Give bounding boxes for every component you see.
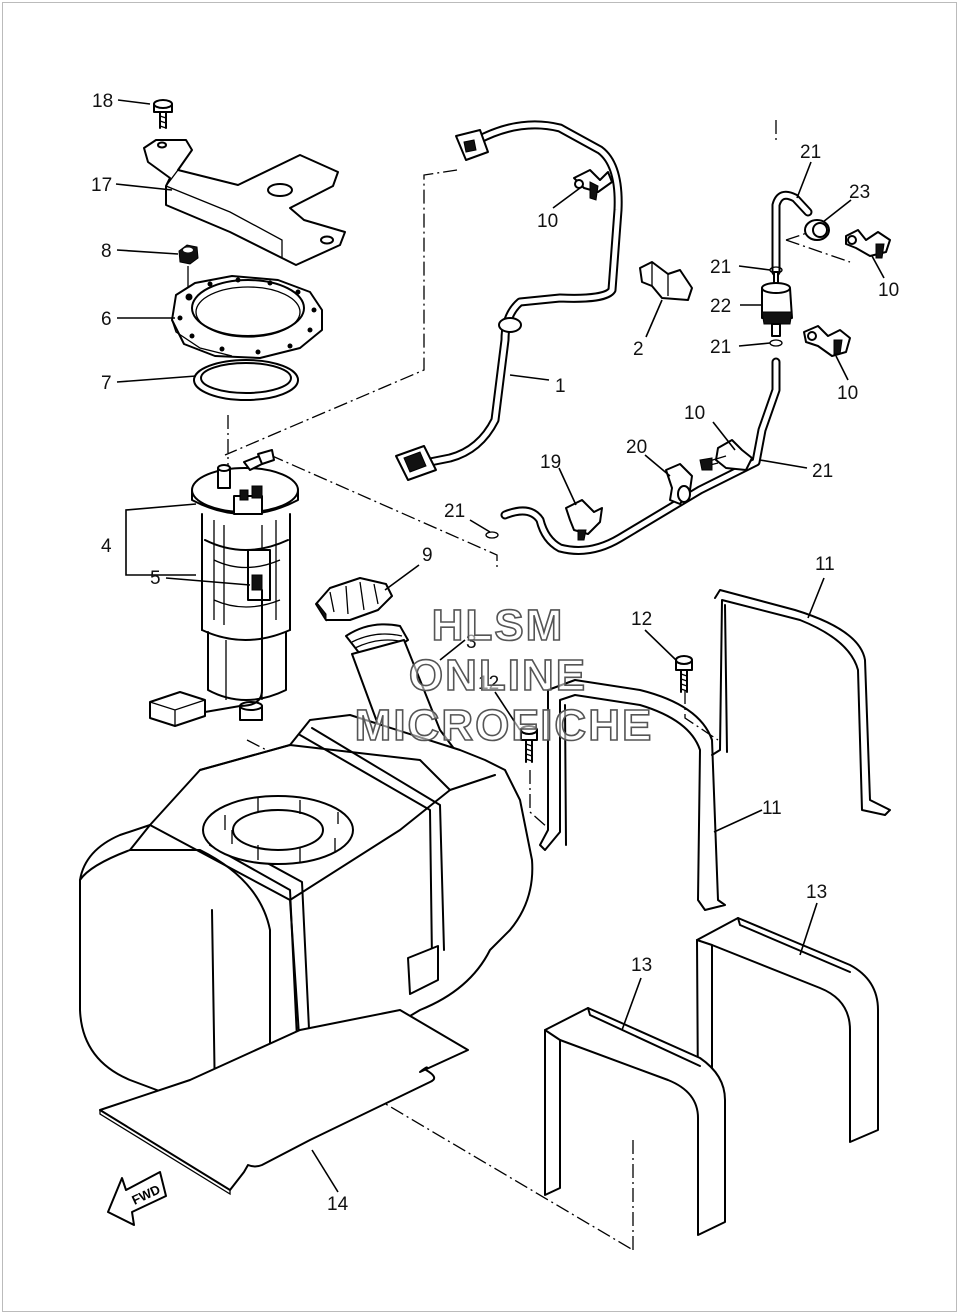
part-hose-18 — [771, 190, 813, 277]
part-bolt-16 — [153, 99, 173, 129]
part-damper-13a — [696, 917, 879, 1143]
callout-22: 22 — [710, 296, 731, 317]
callout-10-b: 10 — [878, 280, 899, 301]
part-clip-10a — [573, 169, 613, 201]
callout-16: 18 — [92, 91, 113, 112]
part-plate-6 — [171, 275, 323, 359]
part-band-11b — [539, 679, 726, 911]
callout-14: 14 — [327, 1194, 349, 1215]
part-damper-13b — [544, 1007, 726, 1236]
callout-1: 1 — [555, 376, 566, 397]
callout-11-b: 11 — [762, 798, 782, 819]
part-nut-8 — [178, 244, 199, 290]
callout-6: 6 — [101, 309, 112, 330]
callout-2: 2 — [633, 339, 644, 360]
part-clip-21c — [485, 531, 499, 539]
callout-4: 4 — [101, 536, 112, 557]
part-clip-10b — [845, 229, 891, 259]
part-cap-9 — [315, 577, 393, 622]
watermark-line-3: MICROFICHE — [355, 701, 654, 750]
part-holder-17 — [565, 499, 603, 541]
callout-numbers: 18 17 8 6 7 4 5 9 3 1 10 2 21 23 10 21 2… — [91, 91, 899, 1215]
callout-10-c: 10 — [837, 383, 858, 404]
callout-17: 19 — [540, 452, 561, 473]
part-band-11a — [711, 589, 891, 816]
callout-12-a: 12 — [631, 609, 652, 630]
callout-13-a: 13 — [806, 882, 827, 903]
part-valve-22 — [761, 271, 793, 337]
callout-13-b: 13 — [631, 955, 652, 976]
watermark: HLSM ONLINE MICROFICHE — [354, 600, 654, 751]
part-clip-21b — [769, 339, 783, 347]
part-bolt-12b — [520, 725, 538, 763]
callout-20: 21 — [812, 461, 833, 482]
part-hose-1 — [395, 120, 623, 481]
part-grommet-23 — [804, 219, 830, 241]
callout-21-c: 21 — [444, 501, 465, 522]
part-holder-19 — [665, 463, 693, 505]
leader-lines — [115, 99, 885, 1193]
callout-11-a: 11 — [815, 554, 835, 575]
callout-9: 9 — [422, 545, 433, 566]
watermark-line-2: ONLINE — [409, 651, 587, 700]
callout-7: 7 — [101, 373, 112, 394]
part-bolt-12a — [675, 655, 693, 693]
watermark-line-1: HLSM — [432, 601, 565, 650]
callout-19: 20 — [626, 437, 647, 458]
callout-23: 23 — [849, 182, 870, 203]
part-gasket-7 — [193, 359, 299, 401]
callout-21-a: 21 — [710, 257, 731, 278]
callout-8: 8 — [101, 241, 112, 262]
fwd-arrow: FWD — [107, 1171, 167, 1226]
callout-18: 21 — [800, 142, 821, 163]
callout-10-a: 10 — [537, 211, 558, 232]
part-clip-10d — [699, 439, 753, 471]
part-hose-20 — [500, 357, 781, 555]
part-fuel-pump-4 — [149, 449, 299, 727]
part-sheet-14 — [99, 1009, 469, 1196]
callout-5: 5 — [150, 568, 161, 589]
part-clip-10c — [803, 325, 851, 357]
callout-21-b: 21 — [710, 337, 731, 358]
part-bracket-15 — [143, 139, 346, 266]
callout-12-b: 12 — [478, 673, 499, 694]
callout-15: 17 — [91, 175, 112, 196]
callout-10-d: 10 — [684, 403, 705, 424]
fuel-tank — [79, 714, 534, 1115]
part-clamp-2 — [639, 261, 693, 301]
callout-3: 3 — [466, 632, 477, 653]
